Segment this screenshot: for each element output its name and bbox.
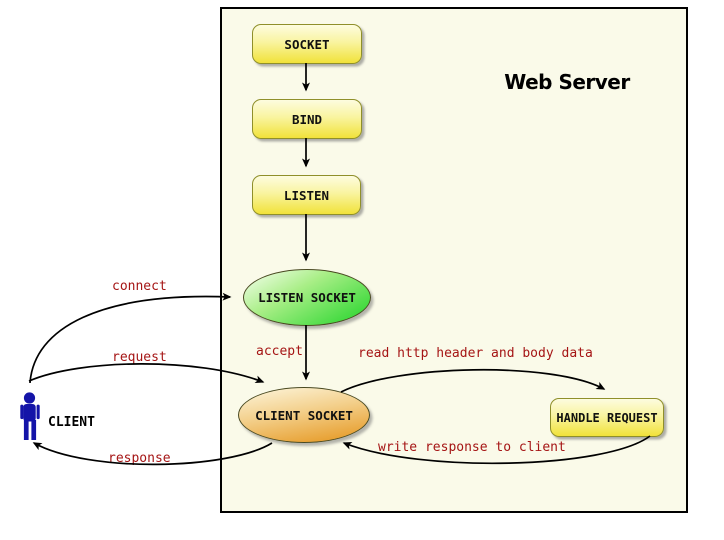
- edge-label-request: request: [112, 350, 167, 365]
- node-listen-socket: LISTEN SOCKET: [243, 269, 371, 326]
- node-client-socket-label: CLIENT SOCKET: [255, 407, 353, 423]
- node-listen: LISTEN: [252, 175, 361, 215]
- edge-label-connect: connect: [112, 279, 167, 294]
- edge-label-write-response: write response to client: [378, 440, 566, 455]
- arrow-connect-client-to-listen-socket: [29, 292, 232, 384]
- node-socket: SOCKET: [252, 24, 362, 64]
- actor-client-label: CLIENT: [48, 415, 95, 430]
- node-socket-label: SOCKET: [284, 36, 330, 52]
- node-bind-label: BIND: [291, 111, 323, 127]
- edge-label-response: response: [108, 451, 171, 466]
- node-handle-request: HANDLE REQUEST: [550, 398, 664, 437]
- node-client-socket: CLIENT SOCKET: [238, 387, 370, 443]
- person-icon: [20, 392, 40, 440]
- node-listen-label: LISTEN: [283, 187, 330, 203]
- node-listen-socket-label: LISTEN SOCKET: [258, 290, 356, 305]
- node-bind: BIND: [252, 99, 362, 139]
- web-server-title: Web Server: [504, 70, 630, 94]
- node-handle-request-label: HANDLE REQUEST: [556, 410, 658, 425]
- edge-label-accept: accept: [256, 344, 303, 359]
- edge-label-read-http: read http header and body data: [358, 346, 593, 361]
